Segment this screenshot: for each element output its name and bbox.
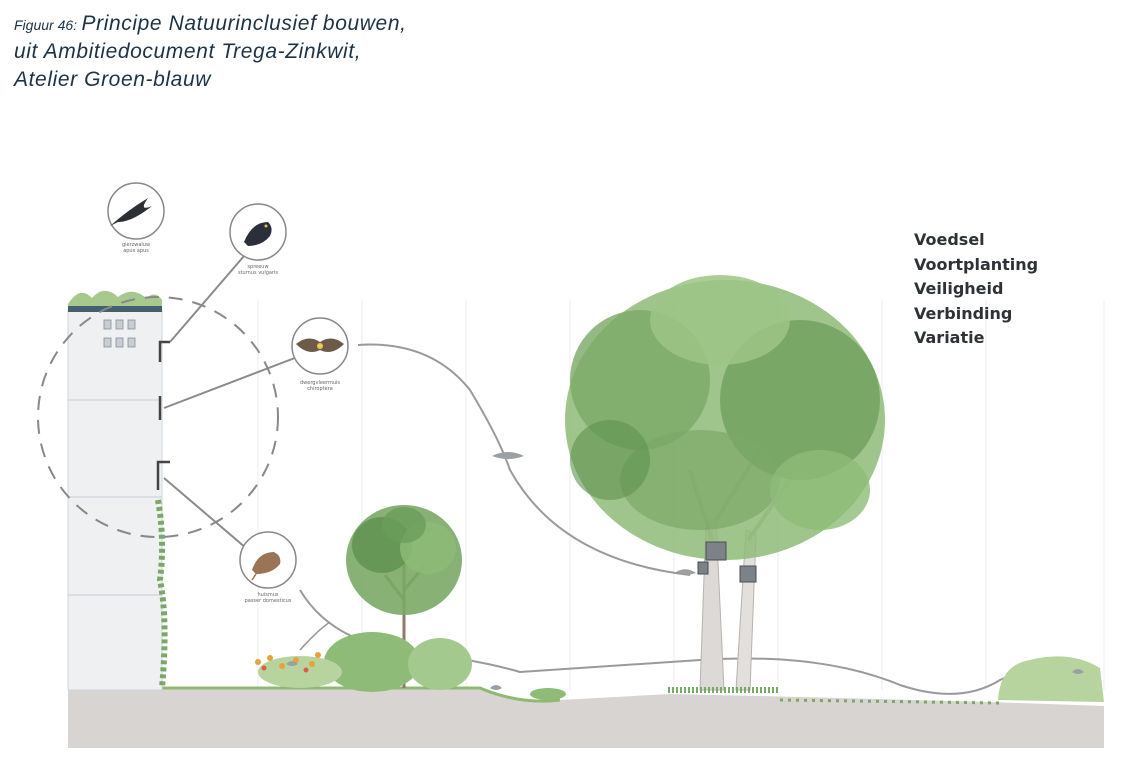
figure-caption: Figuur 46: Principe Natuurinclusief bouw… [14, 10, 407, 94]
bat-silhouette-low [676, 569, 696, 575]
bird-latin-name: passer domesticus [244, 598, 292, 604]
shrub-group [255, 632, 566, 700]
facade-nest-boxes [103, 319, 136, 348]
ground [68, 688, 1104, 748]
sparrow-short-path [299, 621, 331, 651]
bird-callout-swift [107, 182, 165, 240]
tree-nest-box-1 [705, 541, 727, 561]
building [67, 290, 170, 691]
principle-item: Voedsel [914, 230, 985, 249]
detail-dashed-circle [37, 296, 279, 538]
principles-list: Voedsel Voortplanting Veiligheid Verbind… [914, 228, 1038, 351]
small-tree [346, 505, 462, 688]
bird-common-name: dwergvleermuis [300, 380, 340, 386]
bird-common-name: gierzwaluw [121, 242, 151, 248]
green-roof [68, 290, 162, 310]
bird-latin-name: sturnus vulgaris [237, 270, 279, 276]
climbing-plant [155, 499, 168, 689]
tree-nest-box-2 [739, 565, 757, 583]
grass-strip [160, 686, 561, 703]
bird-label-starling: spreeuw sturnus vulgaris [223, 264, 293, 276]
ground-bird-2 [490, 685, 502, 690]
right-hedge [998, 656, 1104, 702]
bird-callout-starling [229, 203, 287, 261]
bird-callout-sparrow [239, 531, 297, 589]
caption-line-1: Principe Natuurinclusief bouwen, [81, 12, 407, 35]
principle-item: Voortplanting [914, 254, 1039, 274]
bird-common-name: spreeuw [247, 264, 269, 270]
principle-item: Variatie [914, 328, 985, 347]
caption-line-2: uit Ambitiedocument Trega-Zinkwit, [14, 40, 362, 63]
swift-icon [110, 198, 152, 226]
principle-item: Veiligheid [914, 279, 1004, 298]
wall-brackets [156, 340, 170, 490]
caption-line-3: Atelier Groen-blauw [14, 68, 211, 91]
bird-latin-name: chiroptera [307, 386, 333, 392]
bird-common-name: huismus [257, 592, 279, 598]
bat-flight-path [357, 343, 691, 576]
bird-latin-name: apus apus [123, 248, 149, 254]
bat-silhouette-mid [492, 452, 524, 459]
principle-item: Verbinding [914, 303, 1013, 323]
tree-nest-box-3 [697, 561, 709, 575]
bird-callout-bat [291, 317, 349, 375]
callout-connectors [163, 255, 301, 549]
bird-label-bat: dwergvleermuis chiroptera [285, 380, 355, 392]
ground-bird [286, 661, 298, 666]
large-tree [565, 275, 885, 693]
figure-label: Figuur 46: [14, 17, 78, 33]
bird-label-swift: gierzwaluw apus apus [101, 242, 171, 254]
sparrow-icon [252, 552, 281, 574]
bird-label-sparrow: huismus passer domesticus [233, 592, 303, 604]
starling-icon [244, 222, 272, 246]
